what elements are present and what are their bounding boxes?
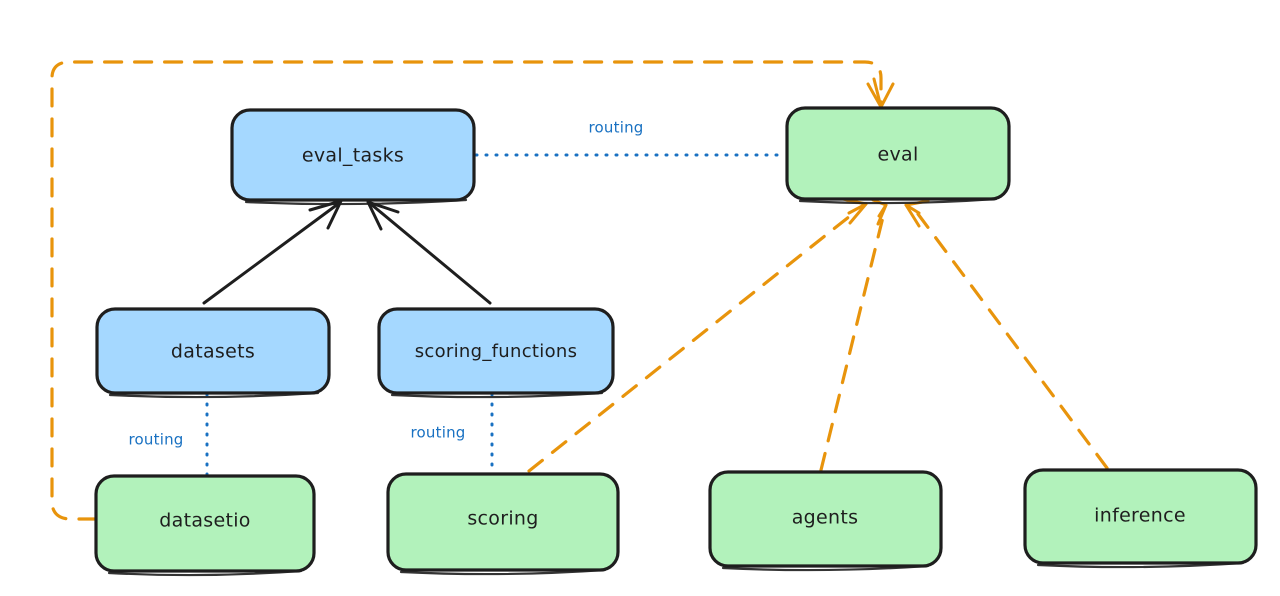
edge-datasets-eval-tasks [202, 199, 343, 305]
node-datasetio[interactable]: datasetio [94, 474, 316, 577]
node-scoring-functions[interactable]: scoring_functions [377, 307, 615, 399]
node-label-inference: inference [1094, 505, 1186, 527]
edge-label-routing-scoring-functions-scoring: routing [411, 424, 466, 442]
node-label-eval: eval [877, 144, 918, 166]
node-inference[interactable]: inference [1023, 468, 1258, 569]
edge-label-routing-eval-tasks-eval: routing [589, 119, 644, 137]
node-label-datasetio: datasetio [159, 510, 250, 532]
node-eval[interactable]: eval [785, 106, 1011, 205]
edge-label-routing-datasets-datasetio: routing [129, 431, 184, 449]
node-label-scoring-functions: scoring_functions [415, 341, 578, 362]
node-scoring[interactable]: scoring [386, 472, 620, 576]
node-eval-tasks[interactable]: eval_tasks [230, 108, 476, 206]
node-datasets[interactable]: datasets [95, 307, 331, 399]
node-label-scoring: scoring [467, 508, 538, 530]
node-label-agents: agents [792, 507, 859, 529]
node-agents[interactable]: agents [708, 470, 943, 572]
node-label-datasets: datasets [171, 341, 255, 363]
node-label-eval-tasks: eval_tasks [302, 145, 404, 167]
edge-scoring-functions-eval-tasks [366, 200, 492, 305]
edge-agents-eval [819, 198, 888, 472]
edge-inference-eval [904, 199, 1109, 470]
